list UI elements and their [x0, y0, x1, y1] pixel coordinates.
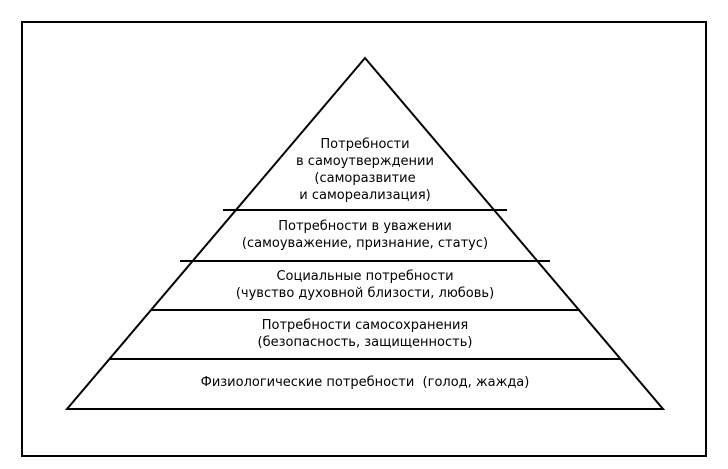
- level-self-actualization-line-3: (саморазвитие: [314, 171, 416, 186]
- pyramid-outline: [64, 56, 666, 410]
- level-self-actualization: Потребности в самоутверждении (саморазви…: [265, 136, 465, 204]
- level-self-actualization-line-2: в самоутверждении: [296, 154, 434, 169]
- level-self-actualization-line-1: Потребности: [320, 137, 410, 152]
- level-safety-line-2: (безопасность, защищенность): [257, 335, 473, 350]
- diagram-frame: [21, 21, 707, 457]
- level-safety: Потребности самосохранения (безопасность…: [205, 317, 525, 351]
- level-self-actualization-line-4: и самореализация): [299, 188, 431, 203]
- level-esteem-line-1: Потребности в уважении: [278, 219, 452, 234]
- level-social-line-1: Социальные потребности: [276, 269, 454, 284]
- level-esteem-line-2: (самоуважение, признание, статус): [241, 236, 489, 251]
- level-social: Социальные потребности (чувство духовной…: [195, 268, 535, 302]
- level-safety-line-1: Потребности самосохранения: [261, 318, 469, 333]
- level-social-line-2: (чувство духовной близости, любовь): [235, 286, 495, 301]
- level-physiological-line-1: Физиологические потребности (голод, жажд…: [200, 375, 530, 390]
- level-esteem: Потребности в уважении (самоуважение, пр…: [205, 218, 525, 252]
- level-physiological: Физиологические потребности (голод, жажд…: [165, 374, 565, 391]
